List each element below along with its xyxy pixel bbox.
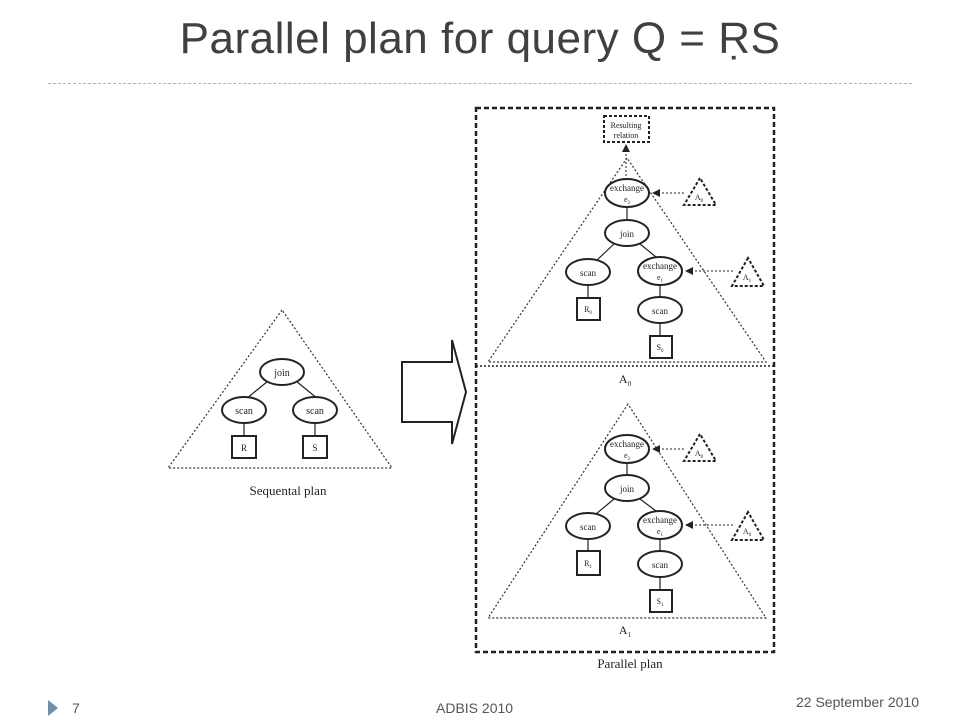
- seq-scan-left-node: [221, 396, 267, 424]
- sequential-plan-caption: Sequental plan: [250, 483, 327, 498]
- a0-join-node: [604, 219, 650, 247]
- a0-exchange-top-node[interactable]: [604, 178, 650, 208]
- a1-exchange-top-node[interactable]: [604, 434, 650, 464]
- parallel-plan-caption: Parallel plan: [597, 656, 663, 671]
- a0-scan-right-label: scan: [652, 306, 668, 316]
- a1-scan-right-node: [637, 550, 683, 578]
- a1-exchange-right-target-triangle: [730, 509, 766, 541]
- a1-exchange-top-target-label: A0: [695, 449, 704, 460]
- fragment-a0: exchange e2 join scan exchange e1 R0 sca…: [486, 156, 768, 388]
- a0-scan-left-label: scan: [580, 268, 596, 278]
- a0-relation-r0-label: R0: [584, 305, 592, 316]
- sequential-plan: join scan scan R S Sequental plan: [166, 308, 394, 498]
- a0-exchange-top-target-label: A0: [695, 193, 704, 204]
- transform-arrow: [401, 339, 468, 445]
- seq-join-node: [259, 358, 305, 386]
- a1-relation-s1-box: [649, 589, 673, 613]
- a1-exchange-right-label: exchange: [643, 515, 677, 525]
- a0-exchange-right-label: exchange: [643, 261, 677, 271]
- parallel-plan-frame: [474, 106, 776, 654]
- a0-exchange-top-target-triangle: [682, 176, 718, 206]
- footer-conference: ADBIS 2010: [436, 700, 514, 716]
- a1-exchange-right-target-label: A0: [743, 527, 752, 538]
- seq-relation-s-label: S: [312, 443, 317, 453]
- a0-scan-right-node: [637, 296, 683, 324]
- fragment-a0-triangle: [486, 156, 768, 363]
- a0-relation-s0-box: [649, 335, 673, 359]
- footer-triangle-icon: [48, 700, 58, 716]
- a0-exchange-right-target-triangle: [730, 255, 766, 287]
- a1-scan-left-node: [565, 512, 611, 540]
- a1-scan-right-label: scan: [652, 560, 668, 570]
- seq-relation-r-box: [231, 435, 257, 459]
- fragment-a1-label: A1: [619, 623, 632, 639]
- a1-relation-s1-label: S1: [657, 597, 664, 608]
- a0-relation-r0-box: [576, 297, 601, 321]
- resulting-relation-line1: Resulting: [611, 121, 642, 130]
- slide-number: 7: [72, 700, 80, 716]
- fragment-a0-label: A0: [619, 372, 632, 388]
- a0-exchange-top-label: exchange: [610, 183, 644, 193]
- seq-scan-left-label: scan: [235, 406, 253, 417]
- a0-relation-s0-label: S0: [657, 343, 664, 354]
- a1-relation-r1-label: R1: [584, 559, 592, 570]
- fragment-a1: exchange e2 join scan exchange e1 R1 sca…: [486, 402, 768, 639]
- a0-scan-left-node: [565, 258, 611, 286]
- a1-exchange-top-sub: e2: [624, 451, 631, 462]
- a0-exchange-right-node[interactable]: [637, 256, 683, 286]
- seq-scan-right-node: [292, 396, 338, 424]
- seq-join-label: join: [273, 368, 290, 379]
- a0-exchange-top-sub: e2: [624, 195, 631, 206]
- parallel-plan: Resulting relation Parallel plan exchang…: [474, 106, 776, 671]
- resulting-relation-box[interactable]: [603, 115, 650, 143]
- sequential-plan-triangle: [166, 308, 394, 469]
- a1-exchange-top-target-triangle: [682, 432, 718, 462]
- a0-exchange-right-sub: e1: [657, 273, 664, 284]
- a1-join-label: join: [619, 484, 635, 494]
- a0-exchange-right-target-label: A1: [743, 273, 752, 284]
- a0-join-label: join: [619, 229, 635, 239]
- seq-relation-r-label: R: [241, 443, 247, 453]
- a1-scan-left-label: scan: [580, 522, 596, 532]
- a1-exchange-right-node[interactable]: [637, 510, 683, 540]
- a1-exchange-top-label: exchange: [610, 439, 644, 449]
- footer-date: 22 September 2010: [796, 694, 919, 710]
- fragment-a1-triangle: [486, 402, 768, 619]
- seq-scan-right-label: scan: [306, 406, 324, 417]
- title-divider: [48, 83, 912, 84]
- seq-relation-s-box: [302, 435, 328, 459]
- a1-exchange-right-sub: e1: [657, 527, 664, 538]
- resulting-relation-line2: relation: [614, 131, 638, 140]
- slide-title: Parallel plan for query Q = ṚS: [179, 14, 781, 63]
- a1-relation-r1-box: [576, 550, 601, 576]
- a1-join-node: [604, 474, 650, 502]
